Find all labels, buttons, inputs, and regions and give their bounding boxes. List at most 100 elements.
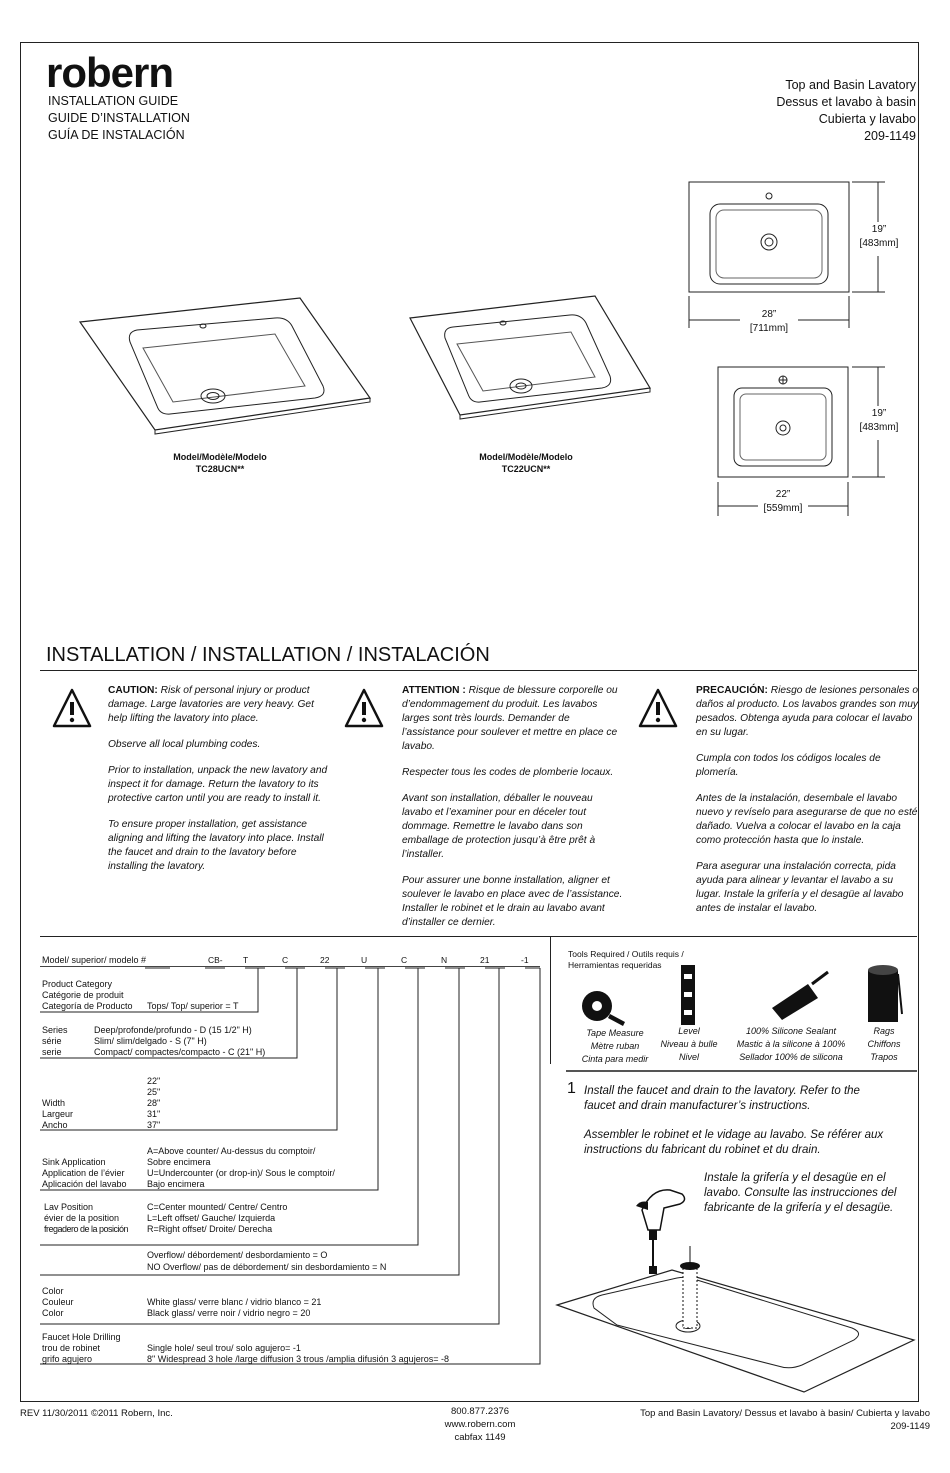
step-number: 1: [567, 1080, 576, 1097]
code-segment: N: [441, 955, 448, 965]
tools-heading: Herramientas requeridas: [568, 960, 662, 970]
model-number-chart: Model/ superior/ modelo #: [40, 945, 550, 1395]
warning-heading: PRECAUCIÓN:: [696, 685, 768, 696]
footer-number: 209-1149: [890, 1421, 930, 1432]
row-name: Application de l’évier: [42, 1168, 125, 1178]
model-label-28: Model/Modèle/Modelo: [173, 452, 267, 462]
tools-heading: Tools Required / Outils requis /: [568, 949, 684, 959]
warning-icon: [344, 688, 384, 728]
tape-measure-icon: [582, 991, 625, 1026]
guide-title-fr: GUIDE D’INSTALLATION: [48, 111, 190, 125]
warning-heading: CAUTION:: [108, 685, 158, 696]
product-title-en: Top and Basin Lavatory: [785, 78, 916, 92]
small-depth-in: 19”: [871, 408, 887, 419]
row-name: Aplicación del lavabo: [42, 1179, 127, 1189]
warning-text: Avant son installation, déballer le nouv…: [402, 793, 596, 860]
row-name: Lav Position: [44, 1202, 94, 1212]
row-value: Sobre encimera: [147, 1157, 211, 1167]
warning-fr: ATTENTION : Risque de blessure corporell…: [402, 684, 624, 942]
small-width-mm: [559mm]: [763, 503, 803, 514]
code-segment: 21: [480, 955, 490, 965]
row-name: évier de la position: [44, 1213, 120, 1223]
row-name: Couleur: [42, 1297, 74, 1307]
large-depth-mm: [483mm]: [859, 238, 899, 249]
code-segment: U: [361, 955, 368, 965]
warning-text: Para asegurar una instalación correcta, …: [696, 861, 904, 914]
code-segment: CB-: [208, 955, 223, 965]
row-value: Overflow/ débordement/ desbordamiento = …: [147, 1250, 328, 1260]
row-name: Color: [42, 1286, 64, 1296]
guide-title-es: GUÍA DE INSTALACIÓN: [48, 128, 185, 142]
warning-text: Riesgo de lesiones personales o daños al…: [696, 685, 919, 738]
warning-text: Cumpla con todos los códigos locales de …: [696, 753, 881, 778]
row-value: Black glass/ verre noir / vidrio negro =…: [147, 1308, 311, 1318]
row-name: fregadero de la posición: [44, 1224, 129, 1234]
warning-text: Pour assurer une bonne installation, ali…: [402, 875, 623, 928]
product-title-fr: Dessus et lavabo à basin: [776, 95, 916, 109]
row-value: Deep/profonde/profundo - D (15 1/2" H): [94, 1025, 252, 1035]
model-code-28: TC28UCN**: [195, 464, 245, 474]
row-name: Series: [42, 1025, 68, 1035]
guide-title-en: INSTALLATION GUIDE: [48, 94, 179, 108]
step-text-es: Instale la grifería y el desagüe en el l…: [704, 1172, 897, 1214]
faucet-drain-drawing: [555, 1189, 916, 1393]
row-value: L=Left offset/ Gauche/ Izquierda: [147, 1213, 276, 1223]
row-name: Largeur: [42, 1109, 74, 1119]
row-name: Product Category: [42, 979, 113, 989]
code-segment: 22: [320, 955, 330, 965]
model-label-22: Model/Modèle/Modelo: [479, 452, 573, 462]
row-value: Slim/ slim/delgado - S (7" H): [94, 1036, 207, 1046]
row-name: trou de robinet: [42, 1343, 101, 1353]
row-value: 8" Widespread 3 hole /large diffusion 3 …: [147, 1354, 449, 1364]
row-name: grifo agujero: [42, 1354, 93, 1364]
code-segment: C: [401, 955, 408, 965]
product-title-es: Cubierta y lavabo: [818, 112, 916, 126]
warning-text: Risk of personal injury or product damag…: [108, 685, 314, 724]
row-value: Compact/ compactes/compacto - C (21" H): [94, 1047, 266, 1057]
top-view-diagrams: [688, 181, 885, 516]
code-segment: -1: [521, 955, 529, 965]
section-title: INSTALLATION / INSTALLATION / INSTALACIÓ…: [46, 644, 490, 666]
row-value: 25": [147, 1087, 161, 1097]
row-value: NO Overflow/ pas de débordement/ sin des…: [147, 1262, 387, 1272]
website-link[interactable]: www.robern.com: [444, 1419, 516, 1430]
row-name: serie: [42, 1047, 62, 1057]
row-value: Tops/ Top/ superior = T: [147, 1001, 239, 1011]
warning-icon: [52, 688, 92, 728]
code-segment: T: [243, 955, 249, 965]
footer-title: Top and Basin Lavatory/ Dessus et lavabo…: [640, 1408, 930, 1419]
small-depth-mm: [483mm]: [859, 422, 899, 433]
page-frame: [20, 42, 919, 1402]
warning-text: Antes de la instalación, desembale el la…: [696, 793, 918, 846]
warning-text: Prior to installation, unpack the new la…: [108, 765, 328, 804]
brand-logo: robern: [46, 49, 174, 96]
warning-text: To ensure proper installation, get assis…: [108, 819, 324, 872]
row-value: U=Undercounter (or drop-in)/ Sous le com…: [147, 1168, 335, 1178]
model-number-label: Model/ superior/ modelo #: [42, 955, 147, 965]
row-value: Single hole/ seul trou/ solo agujero= -1: [147, 1343, 301, 1353]
warning-text: Risque de blessure corporelle ou d’endom…: [402, 685, 618, 752]
large-depth-in: 19”: [871, 224, 887, 235]
fax-number: cabfax 1149: [454, 1432, 506, 1443]
model-code-22: TC22UCN**: [501, 464, 551, 474]
row-name: Catégorie de produit: [42, 990, 124, 1000]
step-text-en: Install the faucet and drain to the lava…: [584, 1085, 860, 1112]
row-name: Color: [42, 1308, 64, 1318]
row-value: C=Center mounted/ Centre/ Centro: [147, 1202, 288, 1212]
tools-divider: [566, 1070, 917, 1072]
code-segment: C: [282, 955, 289, 965]
row-value: 37": [147, 1120, 161, 1130]
warning-text: Respecter tous les codes de plomberie lo…: [402, 767, 614, 778]
small-width-in: 22”: [775, 489, 791, 500]
warning-es: PRECAUCIÓN: Riesgo de lesiones personale…: [696, 684, 918, 928]
step-text-fr: Assembler le robinet et le vidage au lav…: [584, 1129, 884, 1156]
warning-divider: [40, 936, 917, 937]
warning-heading: ATTENTION :: [402, 685, 466, 696]
warning-text: Observe all local plumbing codes.: [108, 739, 261, 750]
large-width-in: 28”: [761, 309, 777, 320]
code-connector-lines: [40, 967, 541, 1365]
